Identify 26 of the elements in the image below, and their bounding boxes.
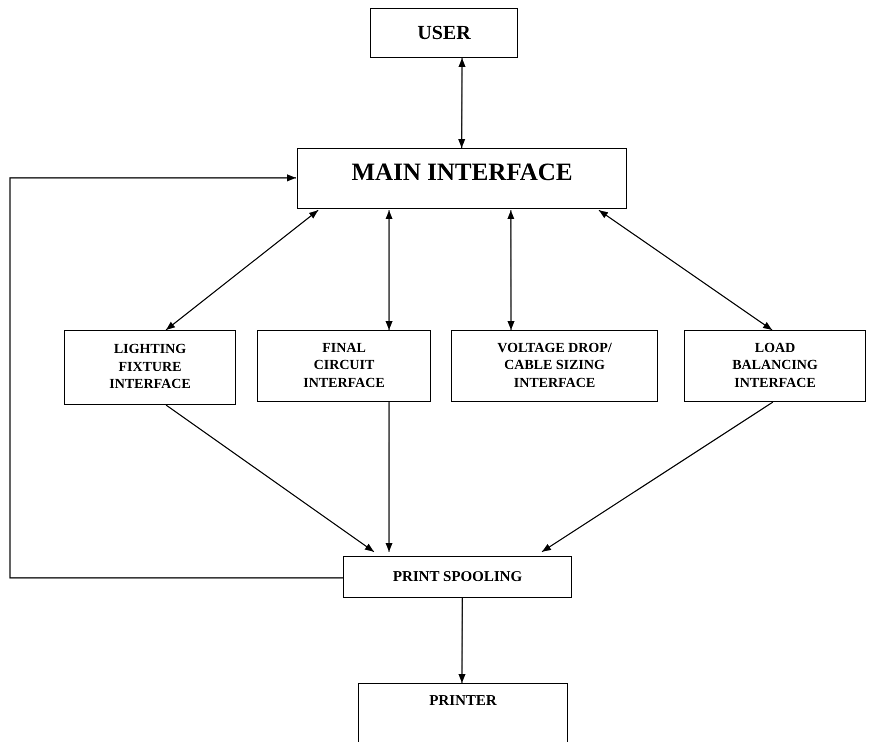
box-label: MAIN INTERFACE: [351, 158, 573, 188]
box-label: FINAL CIRCUIT INTERFACE: [302, 340, 386, 392]
box-label: LOAD BALANCING INTERFACE: [731, 340, 819, 392]
arrow: [385, 402, 393, 552]
arrow: [458, 598, 466, 683]
arrow: [9, 174, 343, 578]
process-box: [64, 330, 236, 405]
arrow: [166, 404, 374, 552]
process-box: [257, 330, 431, 402]
box-label: PRINTER: [429, 692, 497, 711]
process-box: [451, 330, 658, 402]
process-box: [358, 683, 568, 742]
box-label: VOLTAGE DROP/ CABLE SIZING INTERFACE: [496, 340, 613, 392]
box-label: LIGHTING FIXTURE INTERFACE: [108, 341, 192, 394]
box-label: USER: [417, 20, 471, 46]
process-box: [684, 330, 866, 402]
arrow: [385, 210, 393, 330]
arrow: [598, 210, 772, 330]
process-box: [297, 148, 627, 209]
box-label: PRINT SPOOLING: [392, 568, 522, 586]
arrow: [458, 58, 466, 148]
arrow: [542, 402, 774, 552]
process-box: [343, 556, 572, 598]
arrow: [166, 210, 318, 330]
process-box: [370, 8, 518, 58]
arrow: [507, 210, 515, 330]
